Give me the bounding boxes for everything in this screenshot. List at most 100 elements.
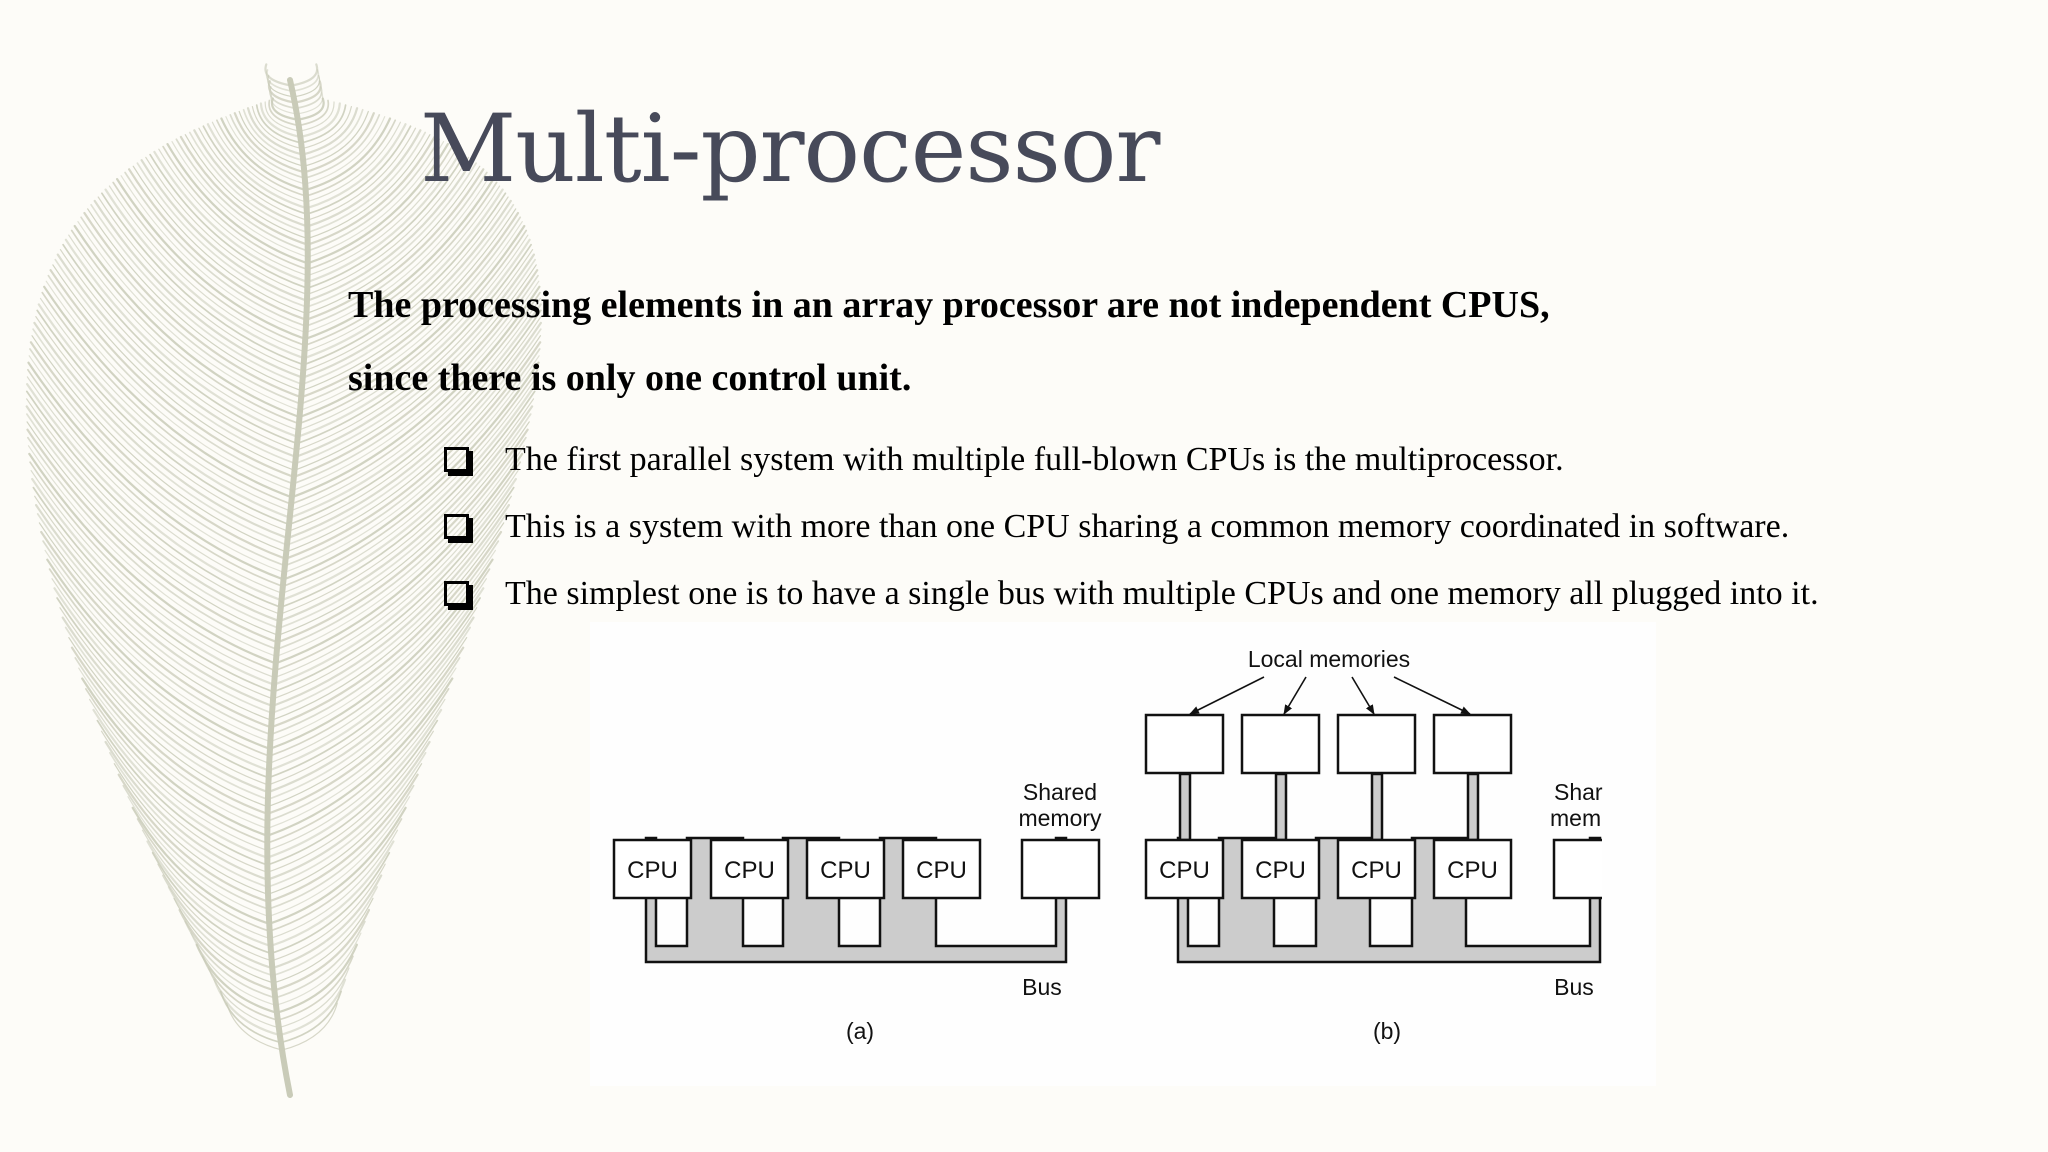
feather-barb — [301, 208, 517, 392]
feather-barb — [26, 413, 280, 630]
feather-barb — [116, 178, 307, 341]
shared-memory-box — [1552, 838, 1602, 900]
cpu-box — [1240, 838, 1321, 900]
feather-barb — [268, 578, 487, 764]
feather-barb — [52, 264, 296, 471]
feather-barb — [193, 129, 309, 228]
feather-barb — [288, 303, 542, 519]
feather-barb — [29, 461, 277, 672]
feather-barb — [85, 688, 269, 844]
feather-barb — [198, 127, 308, 221]
feather-barb — [295, 249, 534, 451]
feather-barb — [303, 114, 381, 180]
feather-barb — [305, 175, 491, 334]
feather-barb — [278, 405, 534, 623]
shared-memory-label: Shared — [1023, 779, 1097, 805]
feather-barb — [268, 99, 300, 127]
feather-barb — [211, 121, 307, 203]
feather-barb — [41, 291, 292, 505]
checkbox-bullet-icon — [444, 581, 469, 606]
shared-memory-label: mem — [1550, 805, 1601, 831]
feather-barb — [266, 688, 450, 844]
feather-barb — [90, 203, 304, 386]
feather-barb — [112, 181, 306, 347]
feather-barb — [272, 495, 512, 700]
feather-barb — [292, 269, 539, 479]
feather-barb — [271, 522, 505, 721]
feather-barb — [281, 376, 538, 594]
feather-barb — [51, 578, 270, 764]
feather-barb — [153, 150, 309, 284]
feather-barb — [274, 470, 519, 679]
feather-barb — [272, 486, 515, 693]
cpu-box — [1144, 838, 1225, 900]
feather-barb — [306, 153, 466, 290]
feather-barb — [242, 108, 305, 162]
feather-barb — [270, 851, 391, 955]
feather-barb — [35, 504, 274, 708]
feather-barb — [290, 63, 319, 87]
feather-barb — [162, 874, 274, 970]
panel-b: CPU CPU CPU CPU Shar mem Local memories … — [1144, 646, 1603, 1044]
bullet-list: The first parallel system with multiple … — [440, 426, 1819, 627]
intro-line-2: since there is only one control unit. — [348, 357, 912, 399]
feather-barb — [269, 540, 500, 736]
feather-barb — [306, 138, 440, 252]
feather-barb — [305, 168, 485, 321]
feather-barb — [269, 549, 496, 743]
local-memories-label: Local memories — [1248, 646, 1410, 672]
feather-barb — [305, 162, 477, 308]
local-memory-box — [1144, 713, 1225, 775]
feather-barb — [259, 102, 302, 139]
feather-barb — [171, 141, 309, 258]
feather-barb — [268, 806, 407, 925]
local-bus — [1178, 772, 1192, 842]
feather-barb — [81, 677, 269, 837]
feather-barb — [30, 470, 276, 679]
feather-barb — [298, 229, 528, 425]
local-memory-box — [1432, 713, 1513, 775]
feather-barb — [146, 840, 272, 948]
feather-barb — [293, 264, 537, 471]
feather-barb — [73, 224, 301, 419]
cpu-box — [1336, 838, 1417, 900]
feather-barb — [275, 445, 525, 657]
feather-barb — [38, 522, 273, 721]
feather-barb — [302, 192, 507, 366]
feather-barb — [93, 199, 304, 379]
feather-barb — [36, 309, 290, 526]
feather-barb — [64, 626, 269, 801]
feather-barb — [136, 818, 271, 933]
local-memory-box — [1336, 713, 1417, 775]
feather-barb — [307, 148, 458, 277]
feather-barb — [284, 341, 542, 560]
feather-barb — [266, 646, 465, 815]
feather-barb — [269, 840, 395, 948]
feather-barb — [132, 165, 308, 315]
feather-barb — [277, 421, 530, 636]
feather-barb — [306, 150, 462, 284]
feather-barb — [246, 107, 304, 156]
feather-barb — [266, 657, 461, 823]
feather-barb — [229, 114, 306, 180]
feather-barb — [136, 162, 308, 308]
feather-barb — [267, 587, 485, 772]
feather-barb — [26, 421, 279, 636]
feather-barb — [271, 863, 386, 962]
feather-barb — [307, 134, 431, 240]
shared-memory-label: memory — [1018, 805, 1102, 831]
feather-barb — [207, 967, 280, 1029]
feather-barb — [278, 967, 350, 1029]
feather-shaft — [264, 77, 311, 1098]
multiprocessor-figure: CPU CPU CPU CPU Shared memory Bus (a) — [590, 622, 1656, 1086]
feather-barb — [292, 274, 539, 485]
feather-barb — [268, 796, 411, 917]
feather-barb — [296, 243, 532, 445]
feather-barb — [305, 121, 401, 203]
feather-barb — [307, 141, 445, 258]
bullet-item: The first parallel system with multiple … — [440, 426, 1819, 493]
feather-barb — [87, 208, 303, 392]
feather-barb — [128, 168, 308, 321]
cpu-box — [612, 838, 693, 900]
